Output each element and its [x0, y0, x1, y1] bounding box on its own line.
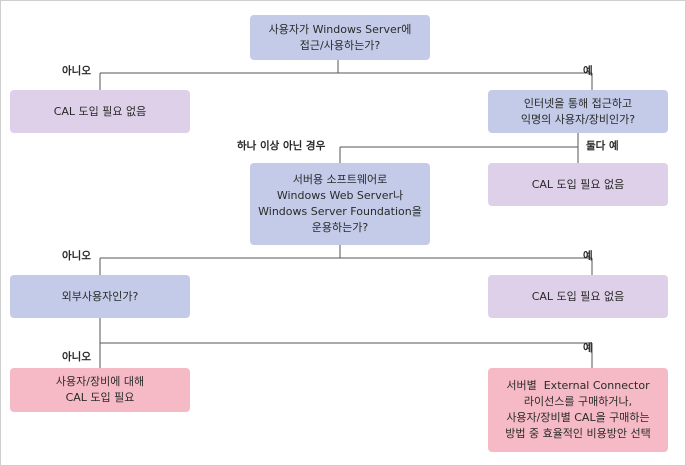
result-no-cal: CAL 도입 필요 없음	[10, 90, 190, 133]
label-both-yes: 둘다 예	[586, 140, 619, 152]
connector-q4	[99, 318, 593, 368]
result-no-cal: CAL 도입 필요 없음	[488, 163, 668, 206]
question-server-access: 사용자가 Windows Server에 접근/사용하는가?	[250, 15, 430, 60]
node-text-line: Windows Web Server나	[276, 189, 404, 202]
node-text-line: CAL 도입 필요 없음	[531, 177, 625, 191]
label-no: 아니오	[62, 250, 91, 262]
node-text-line: 방법 중 효율적인 비용방안 선택	[505, 427, 651, 440]
result-cal-required: 사용자/장비에 대해 CAL 도입 필요	[10, 368, 190, 412]
node-text-line: 사용자/장비별 CAL을 구매하는	[506, 411, 650, 424]
node-text-line: 사용자/장비에 대해	[55, 375, 145, 388]
question-anonymous-internet: 인터넷을 통해 접근하고 익명의 사용자/장비인가?	[488, 90, 668, 133]
result-external-connector: 서버별 External Connector 라이선스를 구매하거나, 사용자/…	[488, 368, 668, 452]
question-external-user: 외부사용자인가?	[10, 275, 190, 318]
connector-q3	[99, 245, 593, 275]
label-yes: 예	[583, 65, 593, 77]
label-no: 아니오	[62, 65, 91, 77]
node-text-line: CAL 도입 필요 없음	[531, 289, 625, 303]
label-yes: 예	[583, 342, 593, 354]
question-web-server-foundation: 서버용 소프트웨어로 Windows Web Server나 Windows S…	[250, 163, 430, 245]
label-no: 아니오	[62, 351, 91, 363]
connector-q1	[99, 60, 593, 90]
node-text-line: 사용자가 Windows Server에	[268, 22, 412, 36]
node-text-line: 서버용 소프트웨어로	[292, 173, 388, 186]
node-text-line: 운용하는가?	[311, 221, 369, 234]
connector-q2	[339, 133, 579, 163]
label-yes: 예	[583, 250, 593, 262]
node-text-line: Windows Server Foundation을	[258, 205, 422, 218]
node-text-line: CAL 도입 필요 없음	[53, 104, 147, 118]
label-not-either: 하나 이상 아닌 경우	[237, 140, 326, 152]
node-text-line: 인터넷을 통해 접근하고	[523, 96, 633, 110]
node-text-line: 라이선스를 구매하거나,	[523, 395, 633, 408]
node-text-line: 익명의 사용자/장비인가?	[520, 112, 636, 126]
node-text-line: CAL 도입 필요	[65, 391, 135, 404]
result-no-cal: CAL 도입 필요 없음	[488, 275, 668, 318]
node-text-line: 접근/사용하는가?	[299, 38, 381, 52]
node-text-line: 서버별 External Connector	[506, 379, 650, 392]
node-text-line: 외부사용자인가?	[61, 289, 139, 303]
